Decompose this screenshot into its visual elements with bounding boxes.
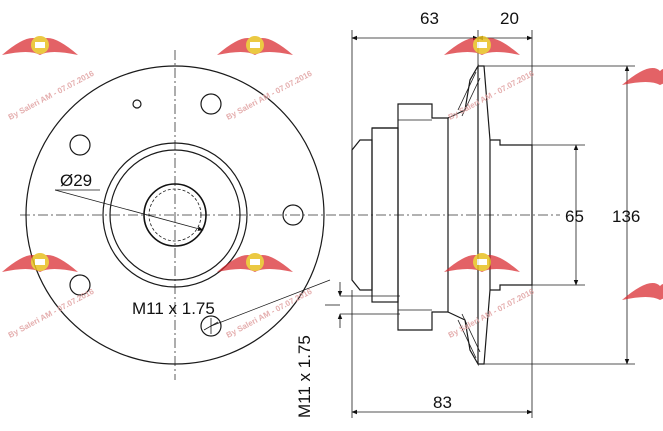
hub-ring-outer bbox=[102, 142, 248, 288]
front-stud-thread-label: M11 x 1.75 bbox=[132, 299, 215, 318]
stud-section-line bbox=[457, 71, 477, 111]
bolt-hole bbox=[69, 274, 91, 296]
bolt-hole bbox=[282, 204, 304, 226]
bore-diameter-label: Ø29 bbox=[60, 171, 92, 190]
pilot-outline bbox=[490, 139, 533, 291]
watermark-layer: By Saleri AM - 07.07.2016 By Saleri AM -… bbox=[2, 36, 663, 340]
dim-136-label: 136 bbox=[612, 207, 640, 226]
bolt-hole bbox=[200, 93, 222, 115]
saleri-logo-watermark bbox=[444, 253, 520, 272]
stud-section-line bbox=[461, 313, 481, 353]
watermark-text: By Saleri AM - 07.07.2016 bbox=[225, 69, 314, 122]
dim-83-label: 83 bbox=[433, 393, 452, 412]
dimension-lines: 63 20 65 136 83 M11 x 1.75 bbox=[295, 9, 640, 418]
bolt-hole bbox=[200, 315, 222, 337]
side-stud-thread-label: M11 x 1.75 bbox=[295, 335, 314, 418]
dim-63-label: 63 bbox=[420, 9, 439, 28]
bolt-hole bbox=[69, 134, 91, 156]
watermark-text: By Saleri AM - 07.07.2016 bbox=[225, 287, 314, 340]
stud-section-line bbox=[461, 77, 481, 117]
dim-20-label: 20 bbox=[500, 9, 519, 28]
saleri-logo-watermark bbox=[217, 253, 293, 272]
watermark-text: By Saleri AM - 07.07.2016 bbox=[447, 287, 536, 340]
center-bore-outer bbox=[143, 183, 207, 247]
saleri-logo-watermark bbox=[2, 36, 78, 55]
hub-body-outline bbox=[397, 103, 449, 331]
watermark-text: By Saleri AM - 07.07.2016 bbox=[7, 69, 96, 122]
bore-leader-line bbox=[54, 189, 204, 231]
flange-outer-circle bbox=[25, 65, 325, 365]
hub-ring-inner bbox=[109, 149, 241, 281]
saleri-logo-watermark bbox=[444, 36, 520, 55]
stud-section-line bbox=[457, 319, 477, 359]
stud-mark-diagonal bbox=[203, 321, 219, 331]
dim-65-label: 65 bbox=[565, 207, 584, 226]
watermark-text: By Saleri AM - 07.07.2016 bbox=[447, 69, 536, 122]
stud-leader-line bbox=[210, 279, 331, 327]
saleri-logo-watermark bbox=[217, 36, 293, 55]
saleri-logo-watermark bbox=[622, 283, 663, 300]
side-view bbox=[340, 63, 560, 367]
front-view: Ø29 M11 x 1.75 bbox=[20, 50, 340, 380]
flange-taper-outline bbox=[447, 63, 479, 367]
saleri-logo-watermark bbox=[622, 68, 663, 85]
locator-hole bbox=[132, 99, 142, 109]
saleri-logo-watermark bbox=[2, 253, 78, 272]
